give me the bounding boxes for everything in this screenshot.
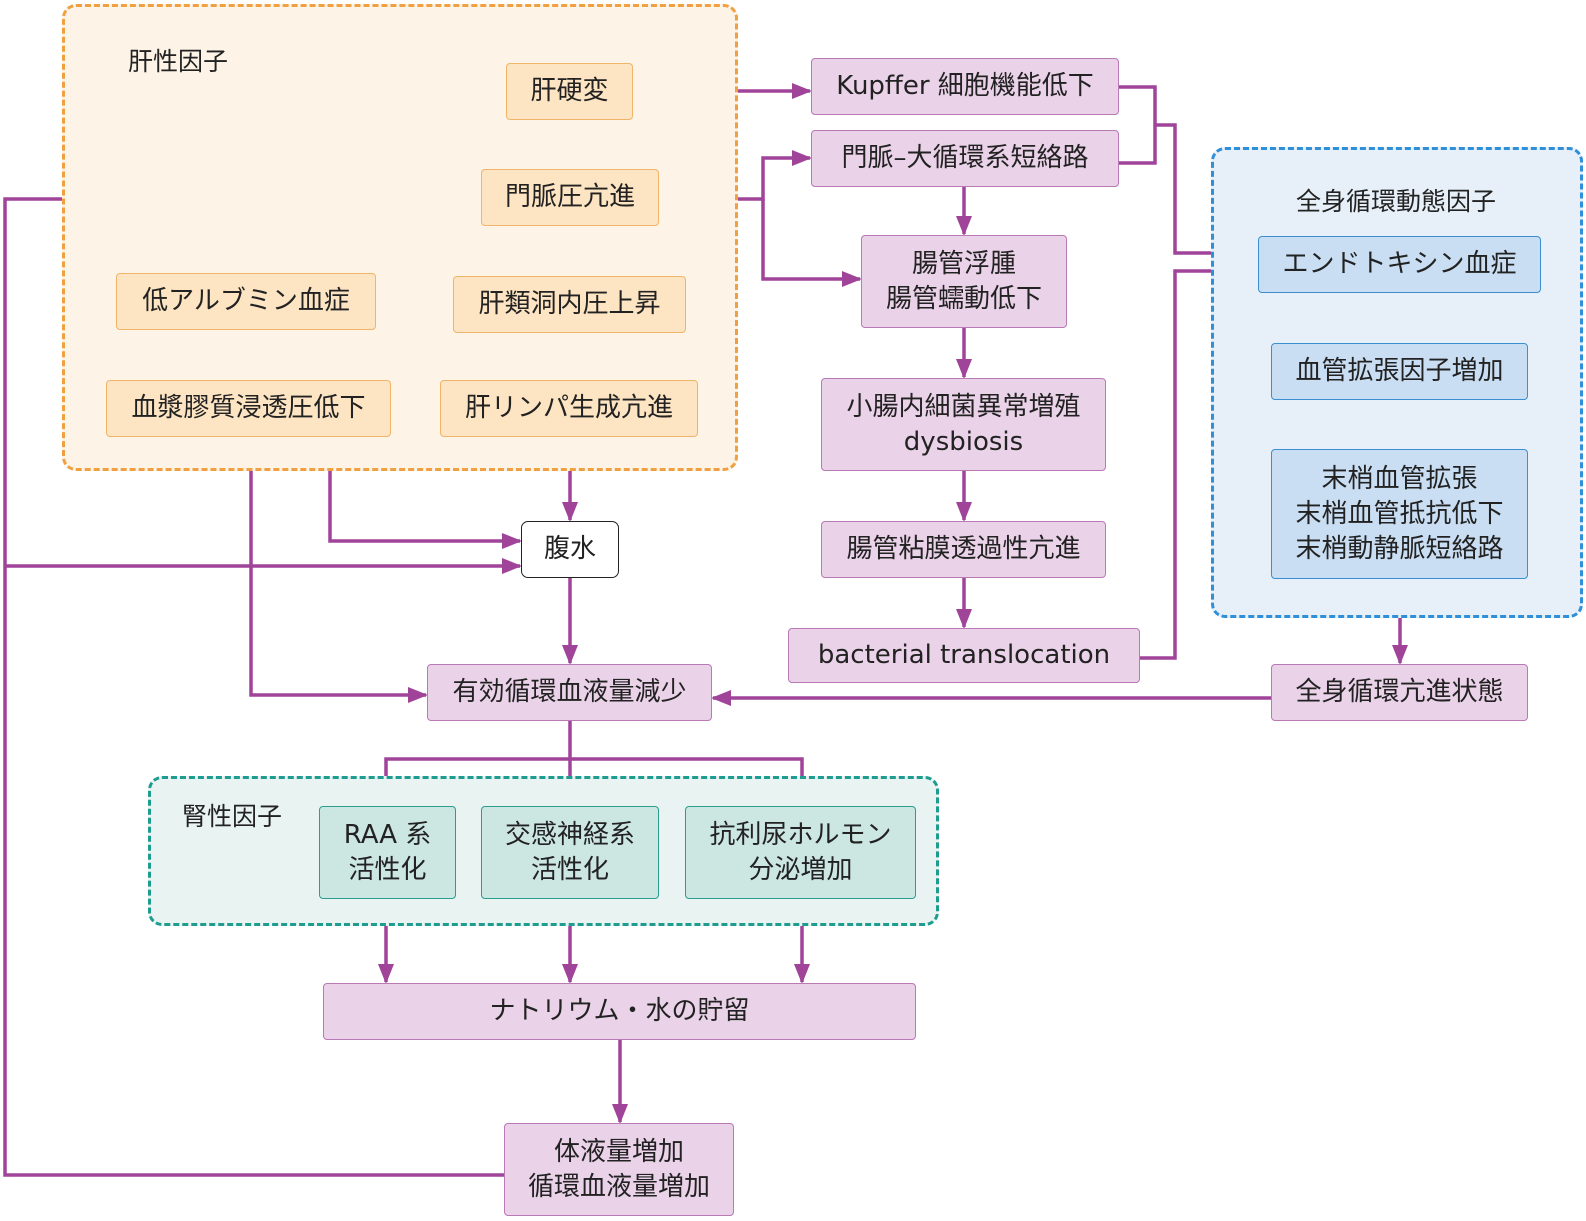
node-vasodilators: 血管拡張因子増加: [1271, 343, 1528, 400]
node-label-line: 循環血液量増加: [527, 1171, 710, 1202]
node-label-line: 血漿膠質浸透圧低下: [131, 393, 366, 423]
node-lymph-production: 肝リンパ生成亢進: [440, 380, 698, 437]
node-sinusoidal-pressure: 肝類洞内圧上昇: [453, 276, 686, 333]
node-label-line: 活性化: [530, 854, 609, 885]
node-label-line: 末梢血管抵抗低下: [1295, 498, 1504, 529]
node-label-line: 腸管粘膜透過性亢進: [846, 534, 1081, 564]
node-label-line: dysbiosis: [903, 426, 1024, 457]
node-label-line: 肝硬変: [530, 76, 609, 106]
node-cirrhosis: 肝硬変: [506, 63, 633, 120]
node-ascites: 腹水: [521, 521, 619, 578]
node-oncotic-pressure: 血漿膠質浸透圧低下: [106, 380, 391, 437]
node-fluid-increase: 体液量増加循環血液量増加: [504, 1123, 734, 1216]
node-effective-volume: 有効循環血液量減少: [427, 664, 712, 721]
arrow-kupffer-shunt-merge: [1119, 85, 1157, 165]
node-label-line: bacterial translocation: [817, 640, 1111, 670]
node-intestinal-edema: 腸管浮腫腸管蠕動低下: [861, 235, 1067, 328]
node-label-line: 血管拡張因子増加: [1295, 356, 1504, 386]
node-label-line: 体液量増加: [553, 1136, 684, 1167]
node-sodium-retention: ナトリウム・水の貯留: [323, 983, 916, 1040]
node-label-line: 全身循環亢進状態: [1295, 677, 1504, 707]
node-bacterial-translocation: bacterial translocation: [788, 628, 1140, 683]
node-label-line: 肝リンパ生成亢進: [464, 393, 673, 423]
node-raa: RAA 系活性化: [319, 806, 456, 899]
node-label-line: 低アルブミン血症: [142, 286, 350, 316]
node-label-line: 交感神経系: [504, 819, 635, 850]
node-label-line: 門脈–大循環系短絡路: [841, 143, 1089, 173]
node-label-line: エンドトキシン血症: [1282, 249, 1517, 279]
node-kupffer: Kupffer 細胞機能低下: [811, 58, 1119, 115]
liver-factors-label: 肝性因子: [128, 47, 229, 76]
node-portosystemic-shunt: 門脈–大循環系短絡路: [811, 130, 1119, 187]
node-label-line: RAA 系: [343, 819, 432, 850]
node-label-line: 有効循環血液量減少: [452, 677, 687, 707]
arrow-oncotic-to-effective-volume: [249, 437, 428, 703]
arrow-portal-to-intestinal-edema: [761, 199, 862, 287]
node-hypoalbuminemia: 低アルブミン血症: [116, 273, 376, 330]
node-hyperdynamic-state: 全身循環亢進状態: [1271, 664, 1528, 721]
node-bacterial-overgrowth: 小腸内細菌異常増殖 dysbiosis: [821, 378, 1106, 471]
systemic-circulation-label: 全身循環動態因子: [1296, 187, 1497, 216]
node-label-line: ナトリウム・水の貯留: [489, 996, 750, 1026]
node-label-line: 腸管浮腫: [911, 248, 1016, 279]
node-portal-hypertension: 門脈圧亢進: [481, 169, 659, 226]
node-mucosal-permeability: 腸管粘膜透過性亢進: [821, 521, 1106, 578]
node-adh: 抗利尿ホルモン分泌増加: [685, 806, 916, 899]
arrow-oncotic-to-ascites: [328, 437, 522, 549]
renal-factors-label: 腎性因子: [182, 802, 283, 831]
node-label-line: Kupffer 細胞機能低下: [836, 71, 1094, 101]
node-label-line: 肝類洞内圧上昇: [478, 289, 661, 319]
node-sympathetic: 交感神経系活性化: [481, 806, 659, 899]
node-label-line: 門脈圧亢進: [504, 182, 635, 212]
node-endotoxemia: エンドトキシン血症: [1258, 236, 1541, 293]
node-label-line: 末梢血管拡張: [1321, 463, 1478, 494]
node-peripheral-vasodilation: 末梢血管拡張末梢血管抵抗低下末梢動静脈短絡路: [1271, 449, 1528, 579]
node-label-line: 活性化: [348, 854, 427, 885]
node-label-line: 抗利尿ホルモン: [709, 819, 892, 850]
node-label-line: 腸管蠕動低下: [885, 283, 1042, 314]
node-label-line: 腹水: [543, 534, 596, 564]
node-label-line: 分泌増加: [748, 854, 853, 885]
node-label-line: 小腸内細菌異常増殖: [846, 391, 1081, 422]
node-label-line: 末梢動静脈短絡路: [1295, 533, 1504, 564]
